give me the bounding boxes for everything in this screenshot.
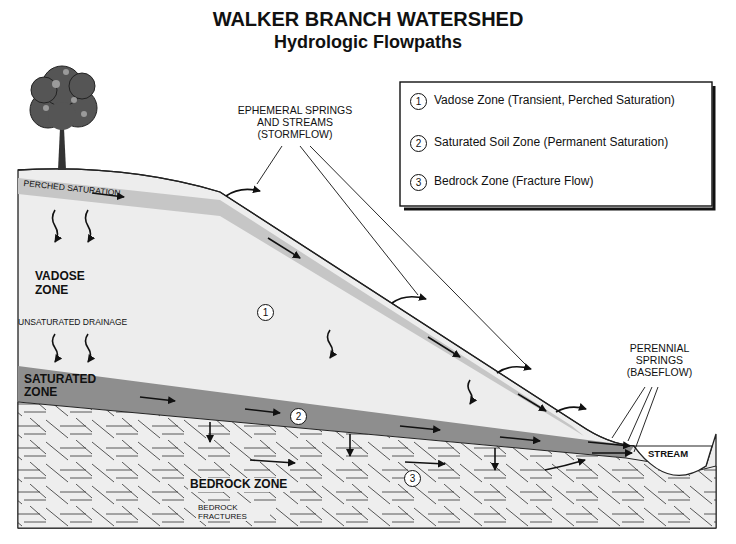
flow-arrows-part	[428, 337, 460, 357]
tree-symbol-part	[48, 102, 76, 130]
legend-text: Bedrock Zone (Fracture Flow)	[434, 175, 593, 189]
flow-arrows-part	[53, 210, 58, 242]
bedrock-zone-part	[18, 402, 716, 528]
callout-number: 2	[410, 135, 427, 152]
flow-arrows-part	[545, 460, 585, 470]
leader-lines-part	[634, 387, 658, 452]
flow-arrows-part	[592, 452, 632, 454]
zone-note: BEDROCK FRACTURES	[196, 503, 270, 521]
flow-arrows-part	[518, 394, 546, 411]
callout-number: 2	[290, 408, 307, 425]
tree-symbol-part	[43, 105, 49, 111]
leader-lines-part	[300, 146, 418, 295]
flow-arrows-part	[392, 297, 426, 303]
stream-label: STREAM	[648, 449, 688, 460]
callout-text: EPHEMERAL SPRINGS AND STREAMS (STORMFLOW…	[230, 104, 360, 140]
tree-symbol-part	[58, 128, 66, 170]
flow-arrows	[53, 189, 633, 470]
flow-arrows-part	[588, 442, 630, 446]
callout-number: 3	[404, 470, 421, 487]
callout-number: 1	[257, 304, 274, 321]
flow-arrows-part	[349, 434, 351, 456]
tree-symbol-part	[52, 80, 60, 88]
flow-arrows-part	[468, 380, 472, 404]
stream-water	[634, 446, 712, 475]
legend-frame	[400, 82, 714, 209]
flow-arrows-part	[53, 334, 58, 362]
flow-arrows-part	[556, 407, 586, 412]
ground-surface-part	[18, 169, 634, 446]
terrain	[18, 169, 716, 528]
flow-arrows-part	[405, 462, 445, 464]
flow-arrows-part	[400, 426, 440, 430]
tree-symbol-part	[63, 69, 69, 75]
callout-number: 1	[410, 93, 427, 110]
bedrock-zone	[18, 402, 716, 528]
ground-surface	[18, 169, 634, 446]
zone-note: UNSATURATED DRAINAGE	[18, 318, 127, 328]
flow-arrows-part	[268, 238, 300, 258]
flow-arrows-part	[209, 422, 211, 442]
bedrock-zone-part	[18, 402, 716, 528]
zone-label: VADOSE ZONE	[35, 270, 100, 298]
tree-symbol-part	[71, 97, 77, 103]
legend-text: Vadose Zone (Transient, Perched Saturati…	[434, 94, 675, 108]
zone-label: BEDROCK ZONE	[188, 478, 289, 492]
tree-symbol	[30, 66, 97, 170]
flow-arrows-part	[500, 437, 540, 441]
flow-arrows-part	[140, 397, 175, 401]
flow-arrows-part	[494, 448, 496, 470]
flow-arrows-part	[226, 189, 260, 196]
flow-arrows-part	[328, 330, 333, 358]
flow-arrows-part	[86, 210, 91, 242]
stream-water-part	[634, 446, 712, 475]
leader-lines	[257, 146, 658, 452]
flow-arrows-part	[497, 367, 531, 373]
tree-symbol-part	[69, 73, 95, 99]
tree-symbol-part	[31, 77, 57, 103]
flow-arrows-part	[86, 334, 91, 362]
callout-text: PERENNIAL SPRINGS (BASEFLOW)	[612, 342, 707, 378]
subtitle: Hydrologic Flowpaths	[218, 32, 518, 53]
legend-frame-part	[400, 82, 712, 206]
callout-number: 3	[410, 174, 427, 191]
diagram-title: WALKER BRANCH WATERSHED	[118, 8, 618, 31]
leader-lines-part	[257, 146, 282, 184]
legend-text: Saturated Soil Zone (Permanent Saturatio…	[434, 136, 668, 150]
terrain-part	[18, 169, 716, 528]
zone-label: SATURATED ZONE	[24, 373, 104, 399]
leader-lines-part	[612, 387, 645, 438]
flow-arrows-part	[250, 460, 295, 463]
tree-symbol-part	[81, 111, 87, 117]
flow-arrows-part	[245, 409, 280, 413]
